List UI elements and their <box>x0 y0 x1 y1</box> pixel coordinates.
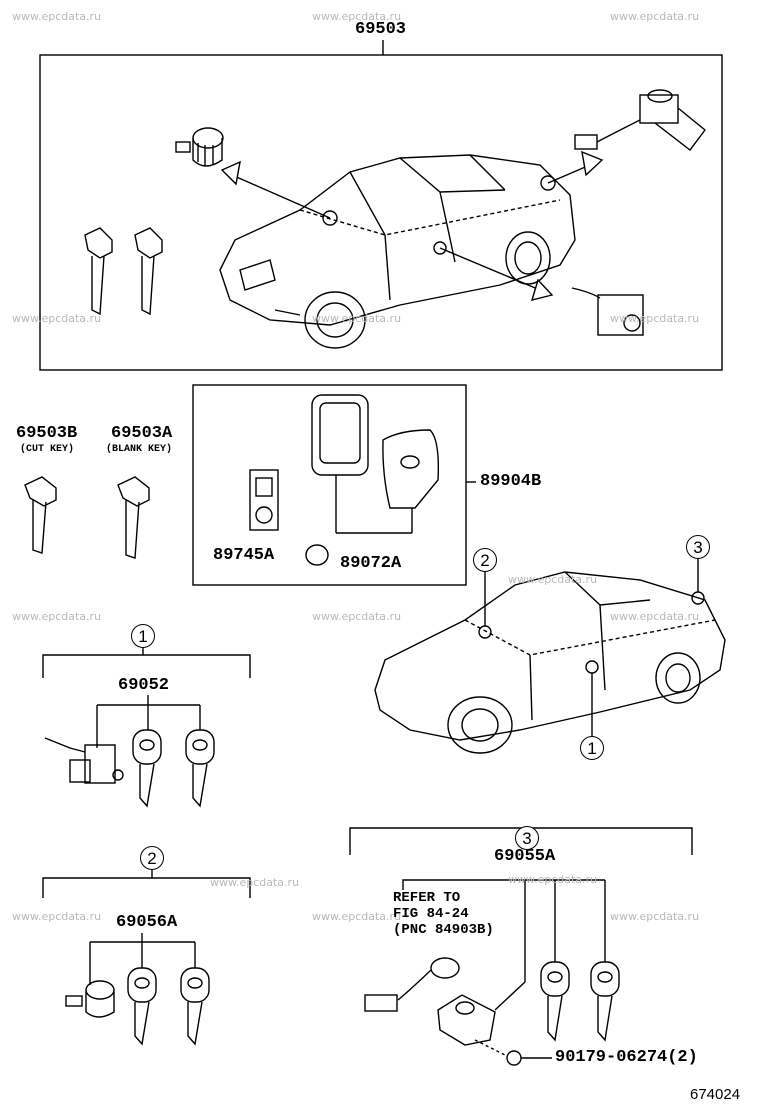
set2-cylinder <box>65 980 115 1018</box>
refer-note: REFER TO FIG 84-24 (PNC 84903B) <box>393 890 494 938</box>
label-69055a: 69055A <box>494 847 556 866</box>
top-blank-keys <box>84 227 163 316</box>
callout-car-2: 2 <box>473 548 497 572</box>
set2-keys <box>127 967 210 1046</box>
label-90179-06274: 90179-06274(2) <box>555 1048 698 1067</box>
top-assembly-frame <box>39 40 723 371</box>
label-69503: 69503 <box>355 20 407 39</box>
callout-2: 2 <box>140 846 164 870</box>
watermark: www.epcdata.ru <box>312 910 402 923</box>
watermark: www.epcdata.ru <box>210 876 300 889</box>
figure-number: 674024 <box>690 1086 741 1103</box>
bottom-car-illustration <box>374 558 726 754</box>
set2-bracket <box>42 870 251 985</box>
set3-switch <box>364 957 552 1066</box>
label-69503a: 69503A <box>111 424 173 443</box>
watermark: www.epcdata.ru <box>312 610 402 623</box>
label-89072a: 89072A <box>340 554 402 573</box>
watermark: www.epcdata.ru <box>12 910 102 923</box>
label-69052: 69052 <box>118 676 170 695</box>
label-blank-key-note: (BLANK KEY) <box>106 444 173 455</box>
watermark: www.epcdata.ru <box>12 10 102 23</box>
watermark: www.epcdata.ru <box>508 873 598 886</box>
label-69056a: 69056A <box>116 913 178 932</box>
set1-bracket <box>42 648 251 748</box>
set3-keys <box>540 961 620 1042</box>
set1-keys <box>132 729 215 808</box>
watermark: www.epcdata.ru <box>610 312 700 325</box>
label-cut-key-note: (CUT KEY) <box>20 444 75 455</box>
watermark: www.epcdata.ru <box>312 312 402 325</box>
callout-car-3: 3 <box>686 535 710 559</box>
cut-key <box>24 476 57 554</box>
door-lock-switch-top <box>574 89 706 151</box>
callout-3: 3 <box>515 826 539 850</box>
watermark: www.epcdata.ru <box>610 610 700 623</box>
blank-key <box>117 476 150 559</box>
callout-car-1: 1 <box>580 736 604 760</box>
ignition-cylinder-top <box>175 127 224 167</box>
callout-1: 1 <box>131 624 155 648</box>
door-lock-cylinder-bottom <box>571 287 644 336</box>
watermark: www.epcdata.ru <box>508 573 598 586</box>
watermark: www.epcdata.ru <box>610 910 700 923</box>
label-89745a: 89745A <box>213 546 275 565</box>
transmitter-box <box>192 384 476 586</box>
top-car-illustration <box>219 150 604 349</box>
watermark: www.epcdata.ru <box>610 10 700 23</box>
watermark: www.epcdata.ru <box>12 312 102 325</box>
label-69503b: 69503B <box>16 424 78 443</box>
label-89904b: 89904B <box>480 472 542 491</box>
watermark: www.epcdata.ru <box>12 610 102 623</box>
watermark: www.epcdata.ru <box>312 10 402 23</box>
set1-cylinder <box>44 737 124 784</box>
